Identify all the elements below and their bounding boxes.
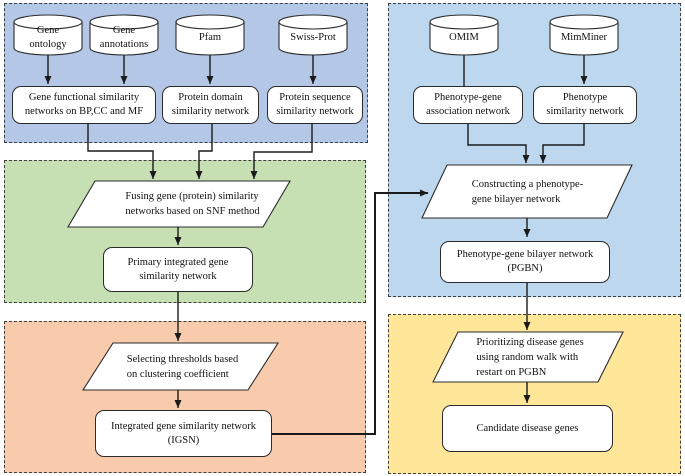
box-protein-domain-text: Protein domain similarity network: [171, 92, 250, 117]
box-phenotype-similarity-text: Phenotype similarity network: [546, 92, 624, 117]
box-protein-domain-similarity: Protein domain similarity network: [162, 86, 259, 124]
database-swiss-prot-icon: [278, 14, 348, 56]
box-candidate-genes-text: Candidate disease genes: [476, 422, 579, 434]
arrow-domain-to-fusing: [195, 124, 213, 179]
arrow-functional-to-fusing: [87, 124, 157, 179]
database-gene-ontology-icon: [13, 14, 83, 56]
database-gene-annotations-icon: [89, 14, 159, 56]
process-fusing-parallelogram: [67, 180, 291, 228]
box-igsn-text: Integrated gene similarity network (IGSN…: [111, 420, 256, 446]
box-protein-sequence-text: Protein sequence similarity network: [276, 92, 354, 117]
database-omim-icon: [429, 14, 499, 56]
process-constructing-parallelogram: [421, 164, 633, 219]
box-phenotype-gene-association: Phenotype-gene association network: [413, 86, 523, 124]
box-pgbn-text: Phenotype-gene bilayer network (PGBN): [456, 249, 594, 274]
box-gene-functional-text: Gene functional similarity networks on B…: [24, 92, 144, 117]
box-igsn: Integrated gene similarity network (IGSN…: [95, 410, 272, 457]
process-selecting-parallelogram: [81, 342, 280, 391]
box-phenotype-similarity: Phenotype similarity network: [533, 86, 637, 124]
box-protein-sequence-similarity: Protein sequence similarity network: [267, 86, 363, 124]
box-primary-integrated-network: Primary integrated gene similarity netwo…: [103, 247, 253, 292]
box-candidate-disease-genes: Candidate disease genes: [442, 405, 613, 452]
database-pfam-icon: [175, 14, 245, 56]
box-phenotype-association-text: Phenotype-gene association network: [426, 92, 510, 117]
arrow-igsn-to-constructing: [272, 189, 428, 435]
box-gene-functional-similarity: Gene functional similarity networks on B…: [12, 86, 156, 124]
process-prioritizing-parallelogram: [432, 331, 624, 383]
box-pgbn: Phenotype-gene bilayer network (PGBN): [440, 241, 610, 283]
database-mimminer-icon: [549, 14, 619, 56]
arrow-similarity-to-constructing: [539, 124, 585, 163]
arrow-sequence-to-fusing: [250, 124, 313, 179]
box-primary-integrated-text: Primary integrated gene similarity netwo…: [127, 256, 229, 282]
arrow-association-to-constructing: [467, 124, 530, 163]
